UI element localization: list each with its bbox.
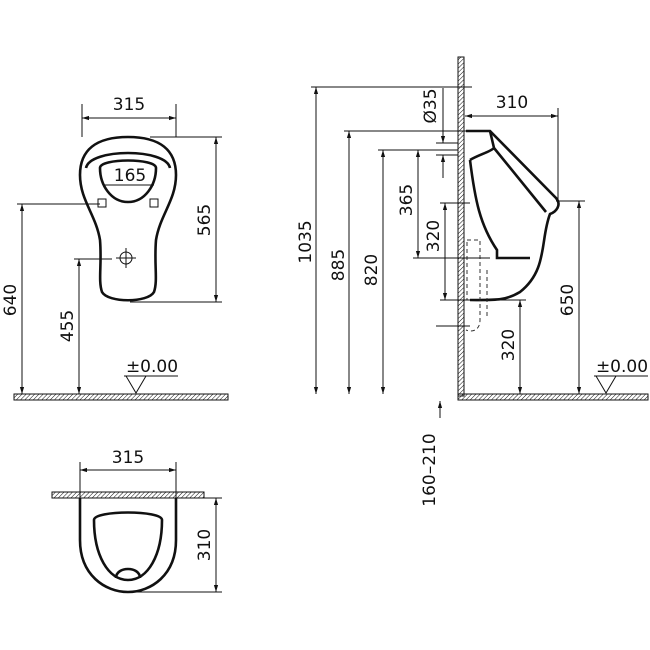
outlet-pipe bbox=[466, 239, 481, 301]
urinal-side-inner bbox=[468, 130, 548, 260]
dim-inlet-diameter: Ø35 bbox=[421, 88, 441, 123]
dim-opening-width: 165 bbox=[114, 166, 146, 186]
dim-wall-offset: 160–210 bbox=[420, 433, 440, 506]
dim-depth: 310 bbox=[496, 93, 528, 113]
front-view: 315 165 565 640 455 ±0.00 bbox=[1, 95, 229, 401]
dim-inlet-to-outlet: 365 bbox=[397, 184, 417, 216]
drain-crosshair bbox=[116, 248, 136, 268]
dim-outlet-range: 320 bbox=[424, 220, 444, 252]
top-view: 315 310 bbox=[51, 448, 222, 594]
dim-lip-height: 650 bbox=[558, 284, 578, 316]
urinal-top-drain bbox=[114, 567, 142, 579]
urinal-opening bbox=[98, 159, 158, 204]
dim-bracket-height: 640 bbox=[1, 284, 21, 316]
trap bbox=[465, 262, 488, 332]
urinal-front-outline bbox=[78, 135, 178, 302]
bracket-right bbox=[149, 198, 159, 208]
bracket-left bbox=[97, 198, 107, 208]
dim-top-depth: 310 bbox=[195, 529, 215, 561]
urinal-side-outline bbox=[466, 129, 560, 302]
dim-rim-height: 885 bbox=[329, 249, 349, 281]
dim-width: 315 bbox=[113, 95, 145, 115]
dim-height: 565 bbox=[195, 204, 215, 236]
dim-top-height: 1035 bbox=[296, 220, 316, 263]
floor bbox=[13, 393, 229, 401]
dim-outlet-height: 455 bbox=[58, 310, 78, 342]
floor bbox=[457, 393, 649, 401]
urinal-rim bbox=[84, 151, 172, 169]
side-view: 1035 885 820 Ø35 310 365 320 650 320 bbox=[296, 56, 649, 507]
urinal-top-bowl bbox=[92, 511, 164, 582]
wall-plate bbox=[51, 491, 205, 499]
dim-top-width: 315 bbox=[112, 448, 144, 468]
floor-level-label: ±0.00 bbox=[126, 357, 178, 377]
dim-inlet-height: 820 bbox=[362, 254, 382, 286]
dim-bottom-height: 320 bbox=[499, 329, 519, 361]
wall bbox=[457, 56, 465, 397]
floor-level-label: ±0.00 bbox=[596, 357, 648, 377]
